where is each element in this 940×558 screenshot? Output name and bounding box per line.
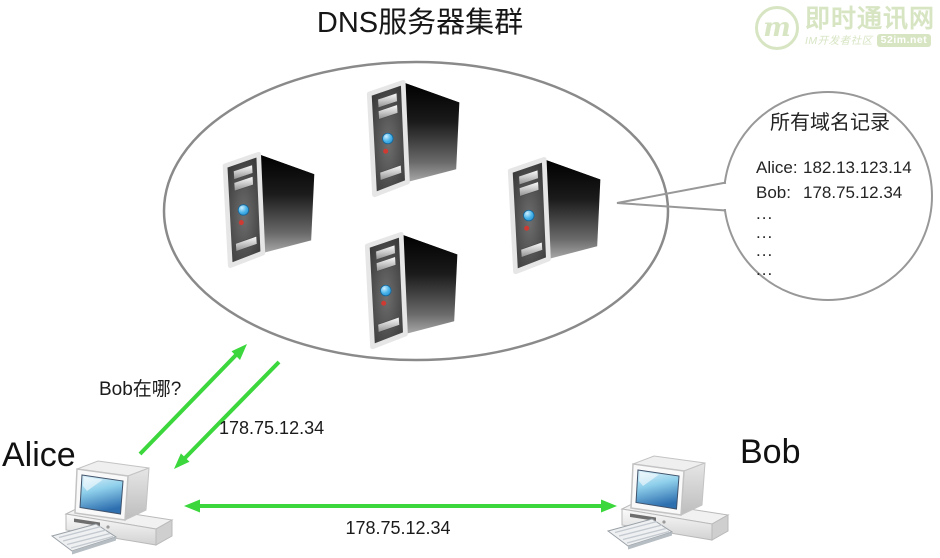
query-message-label: Bob在哪? <box>99 379 182 400</box>
site-watermark-logo: m 即时通讯网 IM开发者社区 52im.net <box>754 6 935 50</box>
record-ellipsis: ... <box>756 241 774 260</box>
record-ellipsis: ... <box>756 259 774 279</box>
bubble-title: 所有域名记录 <box>770 112 890 134</box>
record-ip: 182.13.123.14 <box>803 158 912 177</box>
bob-computer-icon <box>607 455 729 551</box>
record-ellipsis: ... <box>756 222 774 242</box>
record-name: Bob: <box>756 183 791 202</box>
dns-server-icon <box>367 234 457 346</box>
page-title: DNS服务器集群 <box>316 7 524 39</box>
m-monogram-icon: m <box>754 6 799 50</box>
logo-tagline-text: IM开发者社区 <box>804 35 873 47</box>
records-speech-bubble <box>616 91 933 301</box>
query-arrow <box>138 344 247 456</box>
cluster-ellipse <box>162 60 670 362</box>
logo-brand-text: 即时通讯网 <box>804 5 935 33</box>
record-row-alice: Alice: 182.13.123.14 <box>756 155 912 180</box>
response-ip-label: 178.75.12.34 <box>219 418 325 438</box>
alice-computer-icon <box>51 460 173 556</box>
dns-server-icon <box>510 159 600 271</box>
record-row-bob: Bob: 178.75.12.34 <box>756 180 912 205</box>
record-ip: 178.75.12.34 <box>803 183 903 202</box>
direct-connection-arrow <box>184 499 617 513</box>
dns-server-icon <box>369 82 459 194</box>
response-arrow <box>174 360 281 469</box>
alice-label: Alice <box>2 436 76 474</box>
domain-records-list: Alice: 182.13.123.14 Bob: 178.75.12.34 ...… <box>756 155 912 279</box>
logo-site-badge: 52im.net <box>876 34 932 47</box>
dns-server-icon <box>225 154 314 265</box>
logo-text-block: 即时通讯网 IM开发者社区 52im.net <box>805 6 935 48</box>
direct-ip-label: 178.75.12.34 <box>345 518 451 538</box>
record-name: Alice: <box>756 158 798 177</box>
bob-label: Bob <box>740 433 801 471</box>
record-ellipsis: ... <box>756 204 774 223</box>
logo-tagline: IM开发者社区 52im.net <box>805 33 935 48</box>
